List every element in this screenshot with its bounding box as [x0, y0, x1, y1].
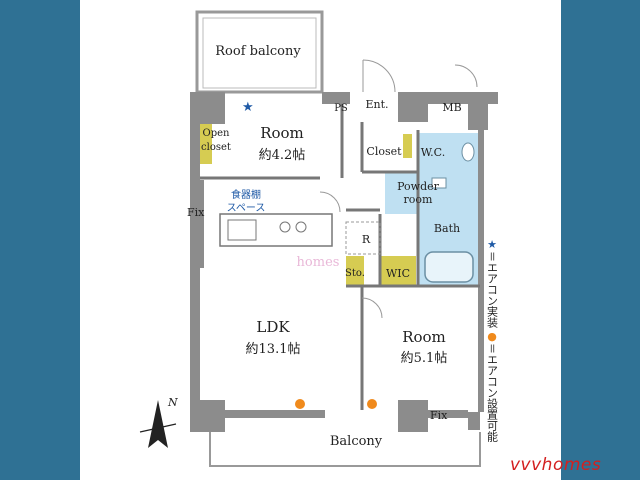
room-south-label: Room — [402, 328, 446, 346]
ldk-label: LDK — [256, 318, 290, 336]
room-south-size: 約5.1帖 — [400, 351, 448, 366]
refrigerator-label: R — [361, 233, 371, 246]
closet-shelf — [403, 134, 412, 158]
north-arrow-icon — [139, 400, 177, 448]
toilet-icon — [461, 142, 475, 162]
open-closet-label: Open — [202, 128, 230, 139]
roof-balcony-outline — [195, 10, 324, 94]
storage-label: Sto. — [345, 268, 365, 279]
wic-label: WIC — [385, 267, 411, 280]
open-closet-shelf — [200, 118, 212, 164]
wic-shelf — [380, 256, 416, 286]
ac-available-dot — [295, 399, 305, 409]
ac-installed-star-icon: ★ — [242, 100, 254, 115]
balcony-label: Balcony — [329, 434, 383, 449]
walls — [190, 92, 498, 432]
closet-label: Closet — [366, 145, 402, 158]
ps-label: PS — [334, 103, 348, 114]
legend-dot-icon: ● — [487, 330, 497, 343]
legend-dot-text: ＝エアコン設置可能 — [485, 343, 499, 442]
stove-burner-icon — [279, 221, 291, 233]
wc-label: W.C. — [420, 146, 446, 159]
balcony-outline — [209, 432, 481, 467]
kitchen-sink — [227, 219, 257, 241]
legend: ★ ＝エアコン実装 ● ＝エアコン設置可能 — [484, 238, 500, 442]
stove-burner-icon — [295, 221, 307, 233]
basin-icon — [431, 177, 447, 189]
kitchen-counter — [219, 213, 333, 247]
door-swings — [319, 59, 478, 319]
floor-plan — [139, 10, 498, 467]
fix-window-left-label: Fix — [187, 206, 205, 219]
room-north-label: Room — [260, 124, 304, 142]
open-closet-label-2: closet — [201, 142, 231, 153]
ldk-size: 約13.1帖 — [245, 342, 301, 357]
ac-available-dot — [367, 399, 377, 409]
bathtub — [424, 251, 474, 283]
room-north-size: 約4.2帖 — [258, 148, 306, 163]
storage-shelf — [346, 256, 364, 286]
bath-label: Bath — [433, 222, 461, 235]
mb-label: MB — [442, 101, 462, 114]
powder-room-label-2: room — [403, 193, 433, 206]
legend-star-icon: ★ — [487, 238, 497, 251]
fix-window-right-label: Fix — [430, 409, 448, 422]
roof-balcony-label: Roof balcony — [215, 44, 301, 59]
watermark: homes — [296, 255, 340, 270]
powder-room-label: Powder — [397, 180, 439, 193]
cupboard-space-label-2: スペース — [226, 203, 266, 214]
roof-balcony-inner — [202, 17, 317, 89]
interior-walls — [200, 104, 480, 410]
entrance-label: Ent. — [365, 98, 389, 111]
legend-star-text: ＝エアコン実装 — [485, 251, 499, 328]
refrigerator-space — [345, 221, 381, 255]
compass-north-label: N — [168, 396, 178, 409]
brand-watermark: vvvhomes — [510, 455, 602, 475]
cupboard-space-label: 食器棚 — [231, 190, 261, 201]
